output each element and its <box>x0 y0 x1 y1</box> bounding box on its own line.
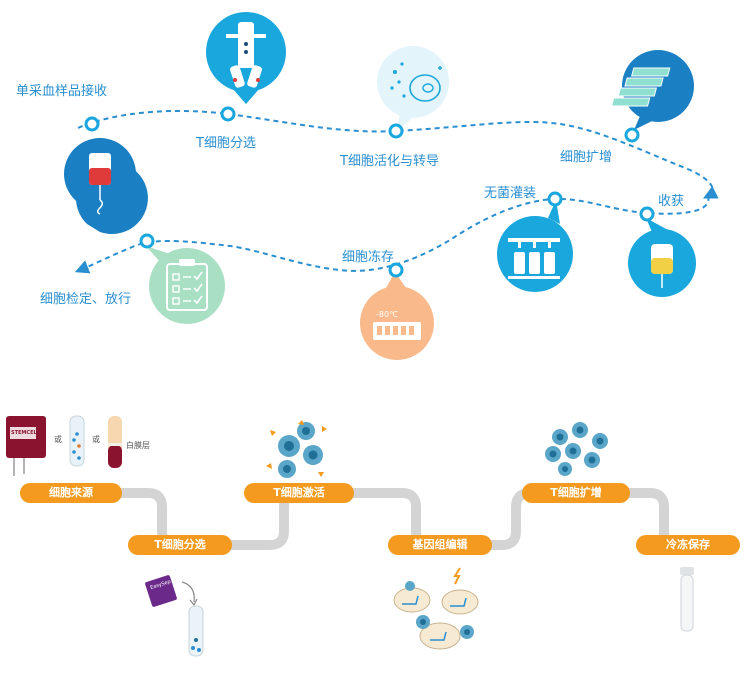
bag-brand-label: STEMCELL <box>11 430 40 436</box>
step-pill-t-cell-expansion: T细胞扩增 <box>522 483 630 503</box>
virus-cell-icon <box>377 46 449 132</box>
route-node <box>639 206 655 222</box>
gene-edit-cells-icon <box>393 567 479 650</box>
buffy-coat-tube-icon <box>108 416 122 468</box>
sorting-kit-icon <box>145 575 204 657</box>
harvest-bag-icon <box>628 218 696 297</box>
or-label: 或 <box>54 435 62 444</box>
source-blood-bag-icon <box>6 416 46 476</box>
step-label-aseptic-filling: 无菌灌装 <box>484 186 537 201</box>
filling-line-icon <box>497 200 573 292</box>
freezer-rack-icon <box>360 272 434 360</box>
route-node <box>139 233 155 249</box>
step-label-sample-receipt: 单采血样品接收 <box>16 84 108 99</box>
route-path <box>77 109 719 199</box>
step-pill-cell-source: 细胞来源 <box>20 483 122 503</box>
cryo-tube-icon <box>680 567 694 632</box>
checklist-icon <box>146 246 225 324</box>
step-label-activation-transduction: T细胞活化与转导 <box>340 154 439 169</box>
step-label-cryopreservation: 细胞冻存 <box>342 250 395 265</box>
route-node <box>220 106 236 122</box>
cell-sorting-icon <box>206 12 286 104</box>
route-node <box>388 262 404 278</box>
step-pill-gene-editing: 基因组编辑 <box>388 535 492 555</box>
or-label: 或 <box>92 435 100 444</box>
step-pill-cryopreservation: 冷冻保存 <box>636 535 740 555</box>
step-label-t-cell-sorting: T细胞分选 <box>196 136 256 151</box>
expanded-cells-icon <box>545 422 608 476</box>
blood-bag-icon <box>64 138 148 235</box>
route-node <box>84 116 100 132</box>
activated-cells-icon <box>266 420 327 478</box>
step-label-harvest: 收获 <box>658 194 685 209</box>
step-label-expansion: 细胞扩增 <box>560 150 613 165</box>
freezer-temp-label: -80℃ <box>376 310 399 319</box>
blood-tube-icon <box>69 415 85 467</box>
route-node <box>624 127 640 143</box>
step-label-release-testing: 细胞检定、放行 <box>40 292 132 307</box>
step-pill-t-cell-sorting: T细胞分选 <box>128 535 232 555</box>
route-node <box>547 191 563 207</box>
step-pill-t-cell-activation: T细胞激活 <box>244 483 354 503</box>
route-node <box>388 123 404 139</box>
buffy-coat-label: 白膜层 <box>126 441 150 450</box>
cell-stack-icon <box>610 50 694 130</box>
